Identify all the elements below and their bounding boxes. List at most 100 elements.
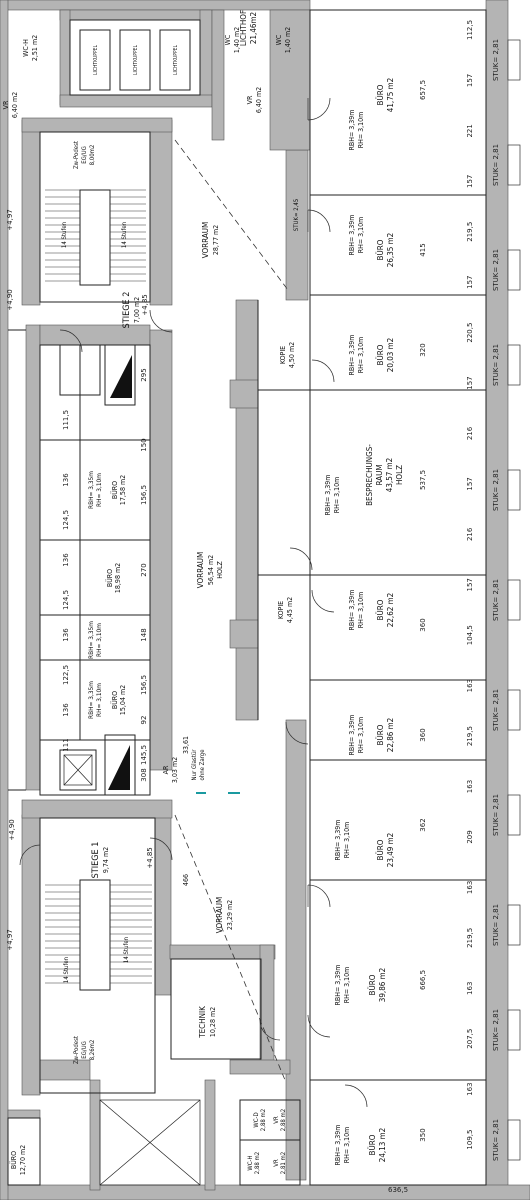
mid-dim-label: 270: [140, 563, 148, 576]
buero-8-name: BÜRO: [367, 1134, 377, 1155]
buero-bottom-left-area: 12,70 m2: [19, 1145, 27, 1175]
kopie-2-name: KOPIE: [277, 601, 285, 619]
elev-485-bottom: +4,85: [146, 847, 154, 868]
svg-text:RBH= 3,39m: RBH= 3,39m: [348, 110, 356, 151]
mid-dim-label: 148: [140, 628, 148, 641]
left-dim-label: 136: [62, 473, 70, 487]
svg-text:RBH= 3,39m: RBH= 3,39m: [348, 590, 356, 631]
stairs2-steps-right: 14 Stufen: [121, 222, 128, 248]
nur-glastuer: Nur Glastür: [191, 749, 198, 781]
left-office-3-labels: RBH= 3,35m RH= 3,10m BÜRO 15,04 m2: [87, 681, 127, 719]
svg-text:RH= 3,10m: RH= 3,10m: [343, 967, 351, 1004]
window-strips: [507, 39, 521, 1161]
stiege2-area: 7,00 m2: [133, 297, 141, 323]
svg-text:RBH= 3,39m: RBH= 3,39m: [348, 715, 356, 756]
left-dim-label: 111: [62, 738, 70, 751]
svg-text:RBH= 3,35m: RBH= 3,35m: [87, 471, 95, 509]
lichtkuppel-label: LICHTKUPPEL: [133, 45, 139, 75]
wc-top-right2-area: 1,40 m2: [284, 27, 292, 53]
vr-bottom2-name: VR: [273, 1159, 280, 1167]
stiege1-name: STIEGE 1: [91, 842, 101, 879]
vorraum-bottom-area: 23,29 m2: [226, 900, 234, 930]
office-2-labels: RBH= 3,39m RH= 3,10m BÜRO 26,35 m2: [348, 215, 395, 268]
vr-bottom-area: 2,88 m2: [280, 1109, 287, 1131]
svg-text:RH= 3,10m: RH= 3,10m: [343, 1127, 351, 1164]
wc-top-right-area: 1,40 m2: [233, 27, 241, 53]
svg-text:RH= 3,10m: RH= 3,10m: [357, 717, 365, 754]
dim-466: 466: [182, 874, 190, 886]
besprechung-l1: BESPRECHUNGS-: [365, 444, 374, 506]
right-dim-label: 157: [466, 74, 474, 87]
buero-l3-area: 15,04 m2: [119, 685, 127, 715]
svg-text:RBH= 3,39m: RBH= 3,39m: [334, 1125, 342, 1166]
right-dim-label: 220,5: [466, 323, 474, 343]
wc-h-top-name: WC-H: [22, 39, 30, 57]
office-row-right: [257, 9, 487, 1186]
office-7-labels: RBH= 3,39m RH= 3,10m BÜRO 39,86 m2: [334, 965, 387, 1006]
zw-podest-top-l2: EG/UG: [81, 146, 88, 164]
door-swings: [19, 97, 368, 1108]
svg-text:RBH= 3,39m: RBH= 3,39m: [334, 965, 342, 1006]
room-depth-label: 657,5: [419, 80, 427, 100]
right-dim-label: 157: [466, 477, 474, 490]
room-depth-label: 362: [419, 818, 427, 831]
vorraum-bottom-name: VORRAUM: [215, 897, 224, 934]
svg-text:RBH= 3,39m: RBH= 3,39m: [334, 820, 342, 861]
svg-text:RH= 3,10m: RH= 3,10m: [95, 683, 103, 717]
stuk-label: STUK= 2,81: [492, 904, 500, 946]
right-dim-label: 163: [466, 1082, 474, 1095]
buero-6-name: BÜRO: [375, 839, 385, 860]
right-dim-label: 163: [466, 679, 474, 692]
svg-text:RH= 3,10m: RH= 3,10m: [357, 112, 365, 149]
besprechung-floor: HOLZ: [395, 465, 404, 485]
buero-7-area: 39,86 m2: [378, 968, 387, 1002]
office-8-labels: RBH= 3,39m RH= 3,10m BÜRO 24,13 m2: [334, 1125, 387, 1166]
left-dim-label: 136: [62, 553, 70, 567]
buero-1-name: BÜRO: [375, 84, 385, 105]
besprechung-l2: RAUM: [375, 464, 384, 485]
wc-top-right-name: WC: [224, 34, 232, 45]
office-6-labels: RBH= 3,39m RH= 3,10m BÜRO 23,49 m2: [334, 820, 395, 868]
lichtkuppel-label: LICHTKUPPEL: [93, 45, 99, 75]
svg-text:RH= 3,10m: RH= 3,10m: [357, 217, 365, 254]
svg-text:RBH= 3,39m: RBH= 3,39m: [348, 215, 356, 256]
stuk-label: STUK= 2,81: [492, 249, 500, 291]
right-dim-label: 104,5: [466, 625, 474, 645]
kopie-1-area: 4,50 m2: [288, 342, 296, 368]
vorraum-top-name: VORRAUM: [201, 222, 210, 259]
buero-4-name: BÜRO: [375, 599, 385, 620]
buero-3-name: BÜRO: [375, 344, 385, 365]
buero-l1-name: BÜRO: [110, 481, 119, 499]
left-office-2b-labels: RBH= 3,35m RH= 3,10m: [87, 621, 103, 659]
left-dim-label: 124,5: [62, 510, 70, 530]
right-dim-label: 157: [466, 175, 474, 188]
vr-top-left-area: 6,40 m2: [11, 92, 19, 118]
stair-treads: [45, 189, 152, 984]
vr-bottom-name: VR: [273, 1116, 280, 1124]
lichthof-area: 21,46m2: [249, 12, 258, 44]
buero-8-area: 24,13 m2: [378, 1128, 387, 1162]
vr-bottom2-area: 2,81 m2: [280, 1152, 287, 1174]
left-dim-label: 111,5: [62, 410, 70, 430]
right-dim-label: 163: [466, 982, 474, 995]
room-depth-label: 415: [419, 243, 427, 256]
stuk-245: STUK= 2,45: [293, 199, 300, 231]
ar-name: AR: [162, 765, 170, 774]
wc-d-area: 2,88 m2: [260, 1109, 267, 1131]
zw-podest-bottom-l1: Zw-Podest: [73, 1036, 80, 1064]
kopie-2-area: 4,45 m2: [286, 597, 294, 623]
room-depth-label: 537,5: [419, 470, 427, 490]
stuk-label: STUK= 2,81: [492, 469, 500, 511]
elev-490-top: +4,90: [6, 289, 14, 310]
kopie-1-name: KOPIE: [279, 346, 287, 364]
stiege1-area: 9,74 m2: [102, 847, 110, 873]
right-dimension-labels: 112,5157221157219,5157220,51572161572161…: [466, 20, 474, 1150]
besprechung-labels: RBH= 3,39m RH= 3,10m BESPRECHUNGS- RAUM …: [324, 444, 404, 516]
stuk-label: STUK= 2,81: [492, 579, 500, 621]
stuk-label: STUK= 2,81: [492, 794, 500, 836]
stairs1-steps: 14 Stufen: [63, 957, 70, 983]
